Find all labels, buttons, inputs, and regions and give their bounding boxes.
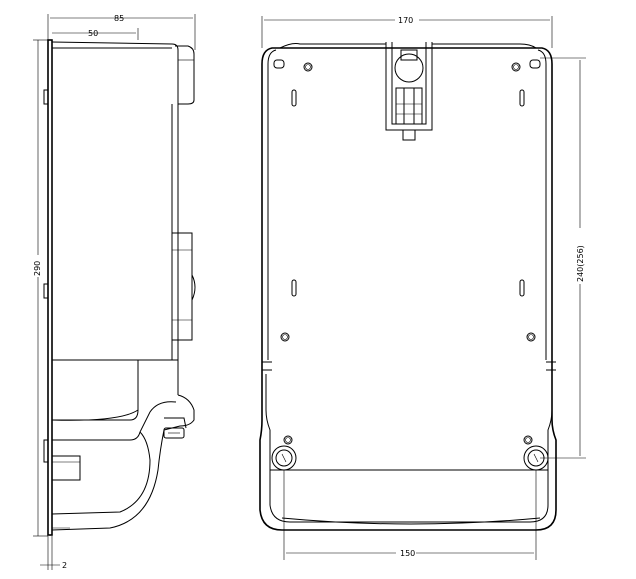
dim-240-label: 240(256) (576, 245, 585, 282)
front-view: 170 240(256) 150 (259, 15, 586, 560)
dim-290-label: 290 (33, 261, 42, 276)
dimension-50: 50 (52, 28, 139, 40)
hanging-bracket (385, 42, 433, 141)
dim-150-label: 150 (400, 549, 415, 558)
dim-50-label: 50 (88, 29, 98, 38)
dimension-170: 170 (261, 15, 553, 48)
dimension-2: 2 (40, 536, 67, 570)
dimension-240: 240(256) (540, 57, 586, 459)
dim-85-label: 85 (114, 14, 124, 23)
dimension-290: 290 (32, 39, 48, 537)
dim-170-label: 170 (398, 16, 413, 25)
mounting-features (271, 59, 549, 471)
side-body (43, 39, 196, 536)
dimension-150: 150 (283, 470, 537, 560)
dimension-85: 85 (47, 14, 196, 50)
side-view: 85 50 290 2 (32, 14, 196, 570)
dim-2-label: 2 (62, 561, 67, 570)
base-plate (259, 43, 557, 531)
